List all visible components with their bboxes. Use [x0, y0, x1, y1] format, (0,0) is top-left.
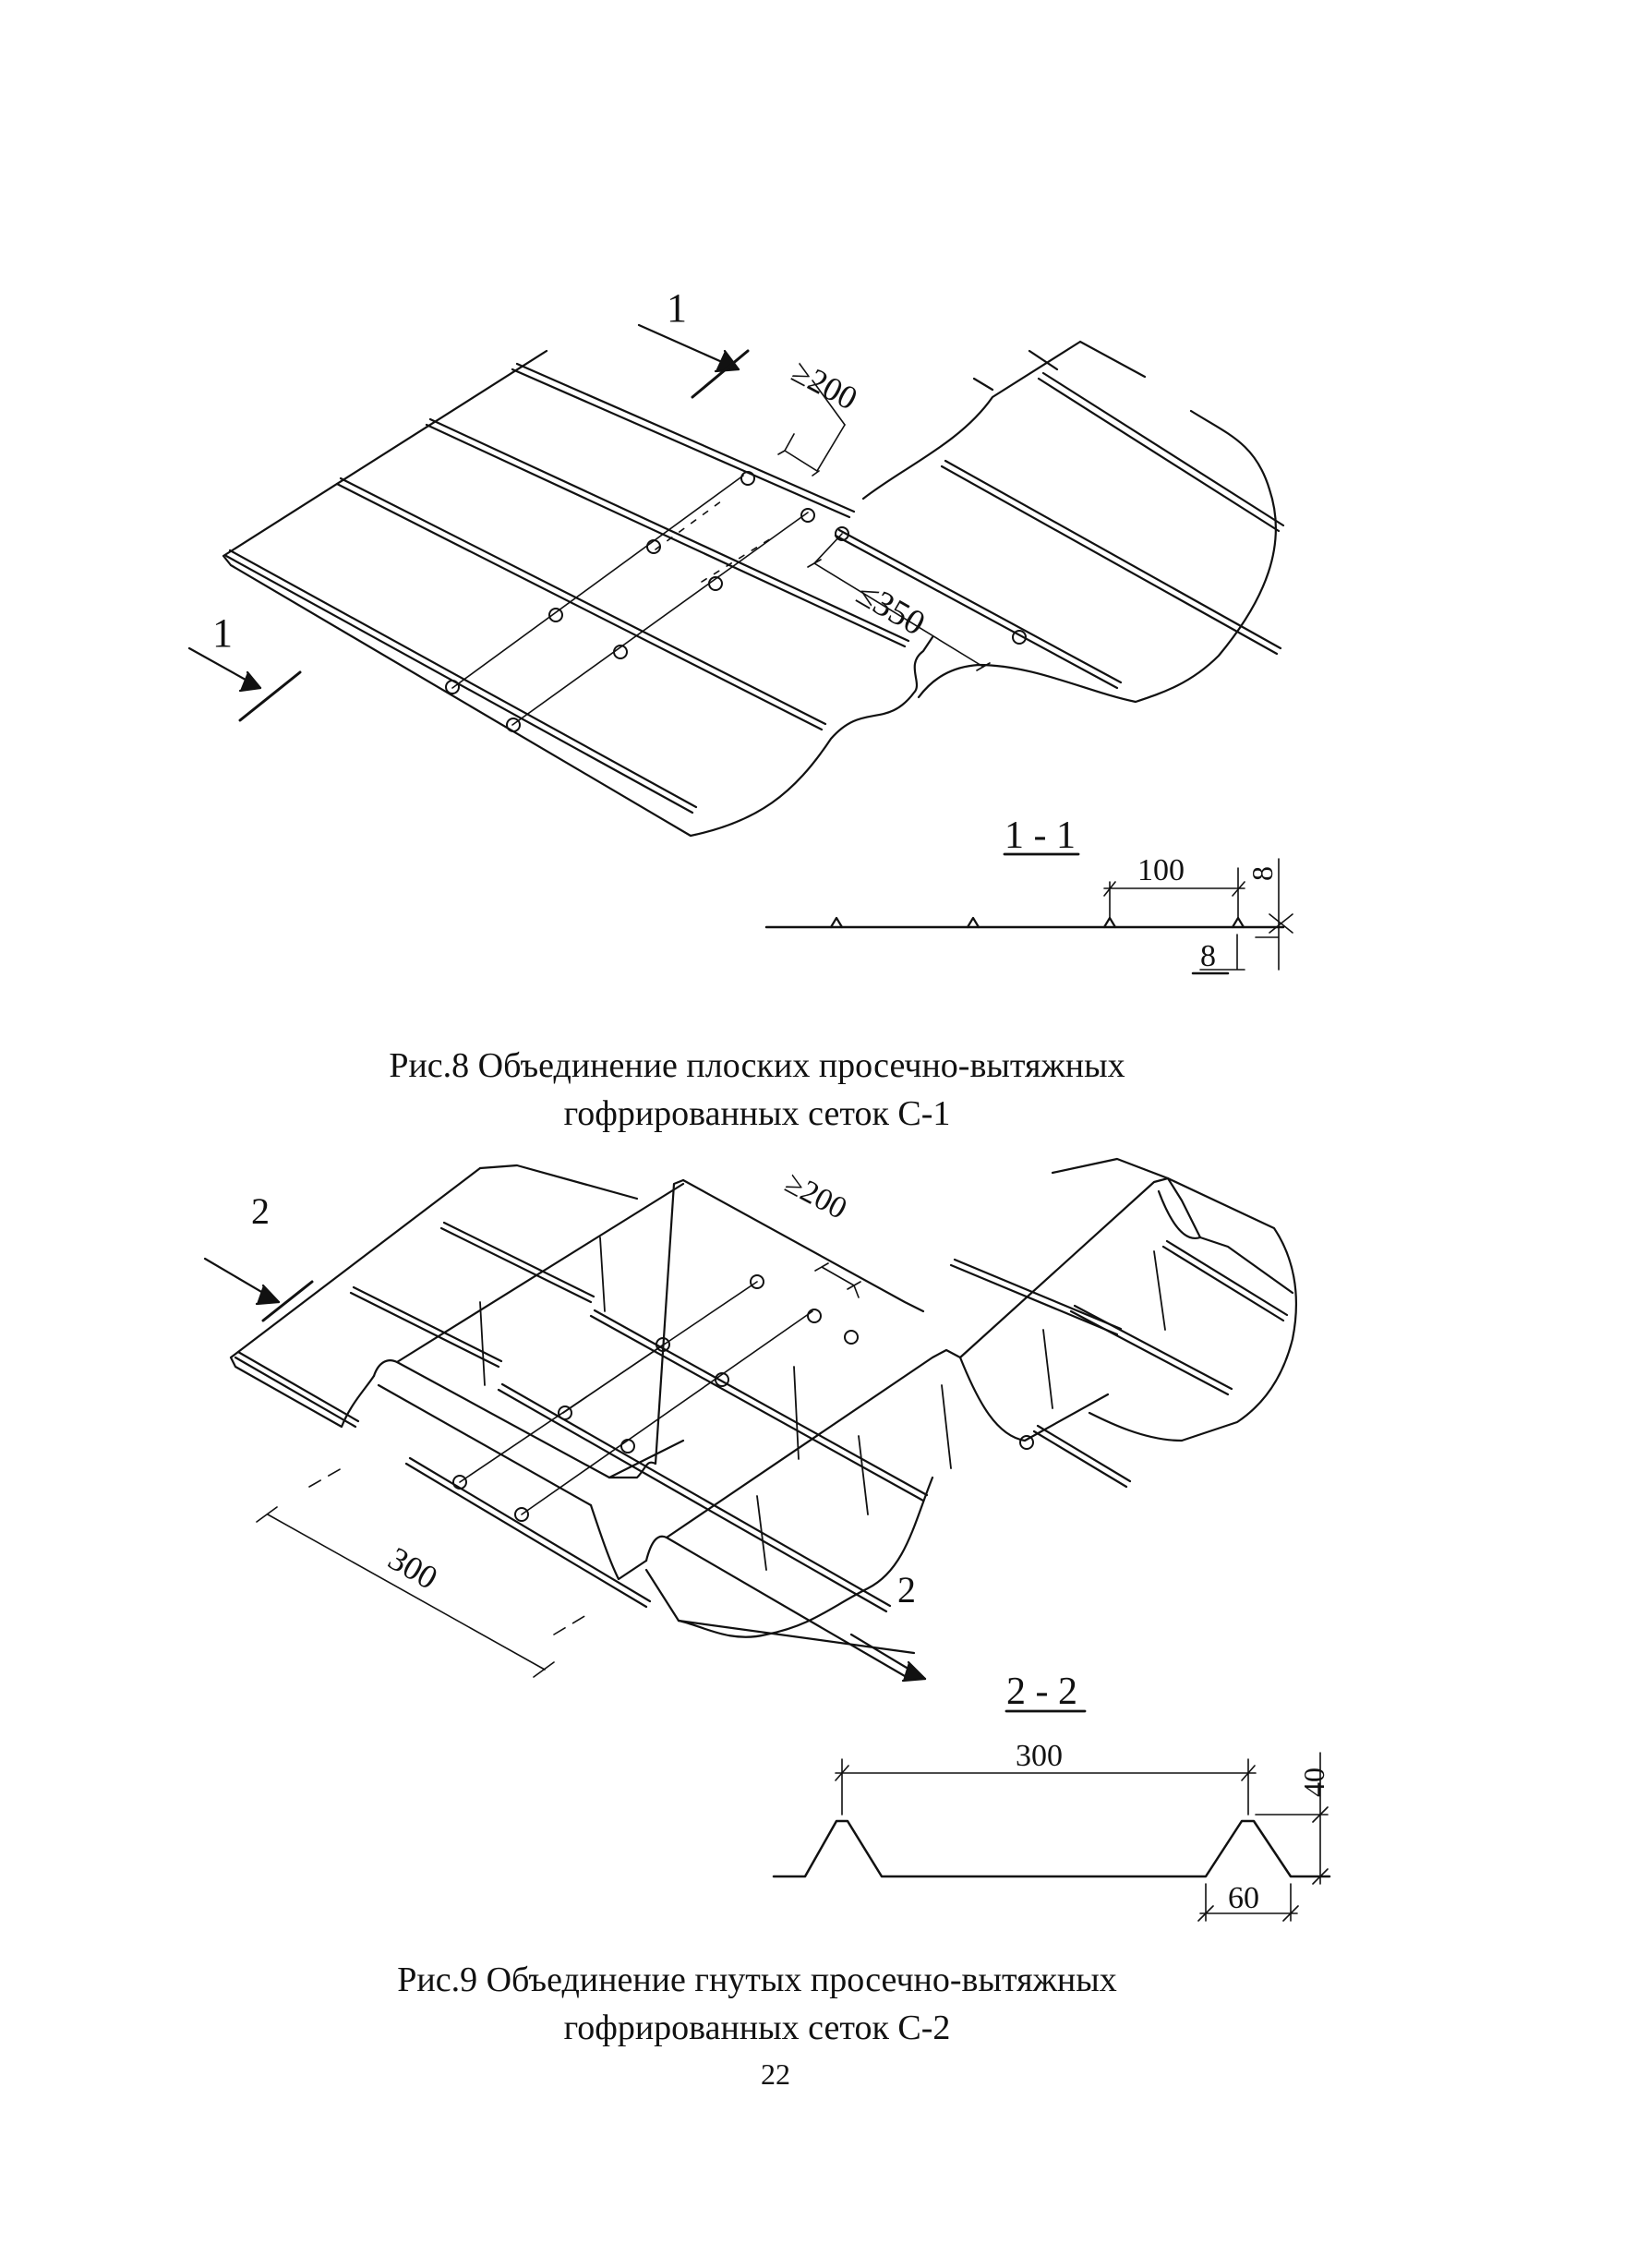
fig9-cut-label-left: 2 — [251, 1190, 270, 1232]
section-1-1-dim-width: 100 — [1137, 853, 1185, 887]
figure-8-caption-line2: гофрированных сеток С-1 — [563, 1094, 951, 1133]
figure-8-drawing — [187, 323, 1293, 975]
ridge-2 — [644, 1176, 1170, 1678]
page-number: 22 — [761, 2057, 790, 2091]
fig9-dim-overlap-label: ≥200 — [779, 1165, 852, 1225]
dim-spacing-350 — [807, 533, 991, 671]
fig9-dim-pitch-label: 300 — [382, 1539, 444, 1597]
figure-9-caption: Рис.9 Объединение гнутых просечно-вытяжн… — [0, 1956, 1514, 2052]
fig8-dim-overlap-label: ≥200 — [786, 353, 863, 417]
section-2-2-dim-base: 60 — [1228, 1881, 1259, 1915]
left-sheet-outline — [222, 349, 934, 838]
transverse-wires-fig9 — [459, 1281, 813, 1515]
figure-8-caption-line1: Рис.8 Объединение плоских просечно-вытяж… — [389, 1046, 1125, 1085]
weld-points — [445, 471, 1027, 732]
ribs-fig9 — [234, 1221, 1289, 1613]
ribs-left — [224, 362, 910, 814]
section-1-1-dim-height: 8 — [1245, 866, 1279, 881]
weld-points-fig9 — [452, 1274, 1034, 1522]
cut-arrow-right-fig9 — [849, 1633, 927, 1683]
dim-overlap-200-fig9 — [814, 1262, 861, 1298]
figure-9-caption-line1: Рис.9 Объединение гнутых просечно-вытяжн… — [397, 1960, 1117, 1999]
section-2-2-title: 2 - 2 — [1006, 1671, 1077, 1713]
fig8-cut-label-top: 1 — [667, 285, 687, 331]
section-2-2-dim-height: 40 — [1297, 1767, 1330, 1797]
figure-8-caption: Рис.8 Объединение плоских просечно-вытяж… — [0, 1042, 1514, 1138]
section-2-2-dim-pitch: 300 — [1016, 1739, 1063, 1773]
cut-arrow-left — [187, 646, 302, 722]
fig9-cut-label-right: 2 — [897, 1569, 916, 1611]
ribs-right — [834, 371, 1285, 690]
ridge-1 — [372, 1178, 685, 1479]
section-2-2 — [772, 1709, 1331, 1922]
cut-arrow-left-fig9 — [203, 1257, 314, 1322]
dim-pitch-300-fig9 — [256, 1467, 592, 1678]
figure-9-caption-line2: гофрированных сеток С-2 — [563, 2009, 951, 2047]
fold-lines — [479, 1237, 1166, 1571]
dim-overlap-200 — [777, 380, 846, 477]
section-1-1-dim-base: 8 — [1200, 939, 1216, 973]
section-1-1 — [764, 852, 1293, 975]
transverse-wires — [451, 475, 809, 726]
section-1-1-title: 1 - 1 — [1004, 814, 1076, 857]
figure-9-drawing — [203, 1157, 1331, 1922]
fig8-cut-label-left: 1 — [212, 610, 233, 656]
right-sheet-outline — [861, 340, 1277, 704]
cut-arrow-top — [637, 323, 750, 399]
